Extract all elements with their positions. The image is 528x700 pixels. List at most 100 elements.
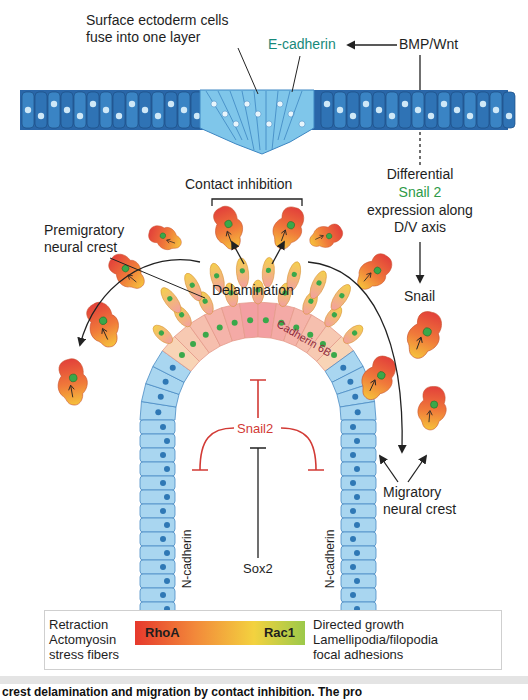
inhibition-line bbox=[281, 428, 324, 470]
tube-cell bbox=[341, 574, 376, 588]
motility-arrow bbox=[279, 229, 288, 242]
tube-cell bbox=[341, 490, 376, 504]
surface-ectoderm bbox=[20, 90, 515, 154]
ectoderm-nucleus bbox=[90, 101, 96, 107]
tube-nucleus bbox=[350, 508, 356, 514]
ectoderm-nucleus bbox=[493, 107, 499, 113]
cell-body bbox=[327, 282, 354, 314]
fusing-cell-border bbox=[206, 91, 236, 140]
tube-cell bbox=[340, 402, 376, 420]
label: Snail bbox=[404, 288, 435, 305]
fusing-nucleus bbox=[299, 121, 305, 127]
leader-line bbox=[292, 56, 300, 92]
tube-nucleus bbox=[350, 480, 356, 486]
tube-nucleus bbox=[352, 394, 358, 400]
cell-body bbox=[103, 248, 152, 295]
ectoderm-nucleus bbox=[389, 113, 395, 119]
ectoderm-nucleus bbox=[51, 101, 57, 107]
tube-nucleus bbox=[350, 592, 356, 598]
motility-arrow bbox=[367, 379, 377, 393]
fusing-cell-border bbox=[230, 91, 248, 140]
ectoderm-cell bbox=[386, 92, 398, 128]
delamination-arrow bbox=[232, 242, 244, 264]
tube-nucleus bbox=[160, 452, 166, 458]
pointer-arrow bbox=[408, 456, 426, 482]
ectoderm-cell bbox=[139, 92, 151, 128]
tube-cell bbox=[341, 434, 376, 448]
fusing-nucleus bbox=[255, 111, 261, 117]
premigratory-cell bbox=[327, 282, 354, 314]
leader-line bbox=[110, 258, 205, 298]
nucleus bbox=[316, 280, 323, 287]
cell-body bbox=[307, 269, 330, 301]
ectoderm-cell bbox=[373, 92, 385, 128]
tube-nucleus bbox=[160, 424, 166, 430]
motility-arrow bbox=[362, 271, 373, 283]
premigratory-cell bbox=[181, 271, 205, 303]
neural-crest-cell bbox=[416, 385, 448, 431]
tube-cell bbox=[240, 302, 258, 338]
cell-body bbox=[157, 285, 184, 316]
tube-cell bbox=[140, 476, 175, 490]
nucleus bbox=[325, 232, 332, 239]
ectoderm-cell bbox=[178, 92, 190, 128]
tube-cell bbox=[140, 434, 175, 448]
ectoderm-cell bbox=[48, 92, 60, 128]
node-text: Retraction Actomyosin stress fibers bbox=[49, 617, 135, 662]
ectoderm-nucleus bbox=[506, 113, 512, 119]
label: Premigratory neural crest bbox=[44, 222, 144, 256]
fusing-nucleus bbox=[211, 101, 217, 107]
cell-body bbox=[150, 322, 176, 347]
tube-nucleus bbox=[164, 578, 170, 584]
neural-crest-cell bbox=[267, 203, 308, 254]
signal-arrow bbox=[348, 44, 397, 45]
tube-nucleus bbox=[355, 409, 361, 415]
node-text: RhoA bbox=[145, 625, 180, 640]
motility-arrow bbox=[314, 234, 324, 242]
tube-cell bbox=[341, 546, 376, 560]
label: Migratory neural crest bbox=[383, 484, 483, 518]
nucleus bbox=[291, 271, 297, 277]
tube-nucleus bbox=[190, 341, 196, 347]
tube-cell bbox=[341, 560, 376, 574]
cell-body bbox=[401, 307, 447, 364]
premigratory-cell bbox=[340, 322, 366, 347]
neural-crest-cell bbox=[208, 203, 249, 254]
nucleus bbox=[373, 266, 383, 276]
ectoderm-nucleus bbox=[129, 101, 135, 107]
ectoderm-nucleus bbox=[363, 101, 369, 107]
motility-arrow bbox=[100, 327, 110, 341]
tube-cell bbox=[140, 588, 175, 602]
migration-arrow bbox=[80, 260, 200, 345]
ectoderm-nucleus bbox=[441, 101, 447, 107]
premigratory-cell bbox=[150, 322, 176, 347]
tube-cell bbox=[140, 518, 175, 532]
tube-nucleus bbox=[164, 522, 170, 528]
nucleus bbox=[286, 221, 295, 230]
ectoderm-cell bbox=[126, 92, 138, 128]
cell-body bbox=[340, 322, 366, 347]
ectoderm-cell bbox=[334, 92, 346, 128]
cell-body bbox=[181, 271, 205, 303]
ectoderm-nucleus bbox=[428, 113, 434, 119]
tube-cell bbox=[140, 448, 175, 462]
tube-cell bbox=[341, 462, 376, 476]
inhibition-line bbox=[250, 448, 266, 558]
nucleus bbox=[266, 268, 272, 274]
fusing-cell-border bbox=[218, 91, 242, 140]
neural-crest-cell bbox=[401, 307, 447, 364]
tube-nucleus bbox=[160, 480, 166, 486]
tube-nucleus bbox=[155, 409, 161, 415]
tube-nucleus bbox=[347, 379, 353, 385]
inhibition-line bbox=[192, 428, 234, 470]
nucleus bbox=[159, 232, 166, 239]
cell-body bbox=[54, 357, 91, 408]
ectoderm-cell bbox=[399, 92, 411, 128]
ectoderm-cell bbox=[100, 92, 112, 128]
tube-cell bbox=[341, 448, 376, 462]
tube-nucleus bbox=[354, 550, 360, 556]
nucleus bbox=[224, 219, 233, 228]
ectoderm-nucleus bbox=[116, 113, 122, 119]
ectoderm-cell bbox=[35, 92, 47, 128]
cell-body bbox=[416, 385, 448, 431]
